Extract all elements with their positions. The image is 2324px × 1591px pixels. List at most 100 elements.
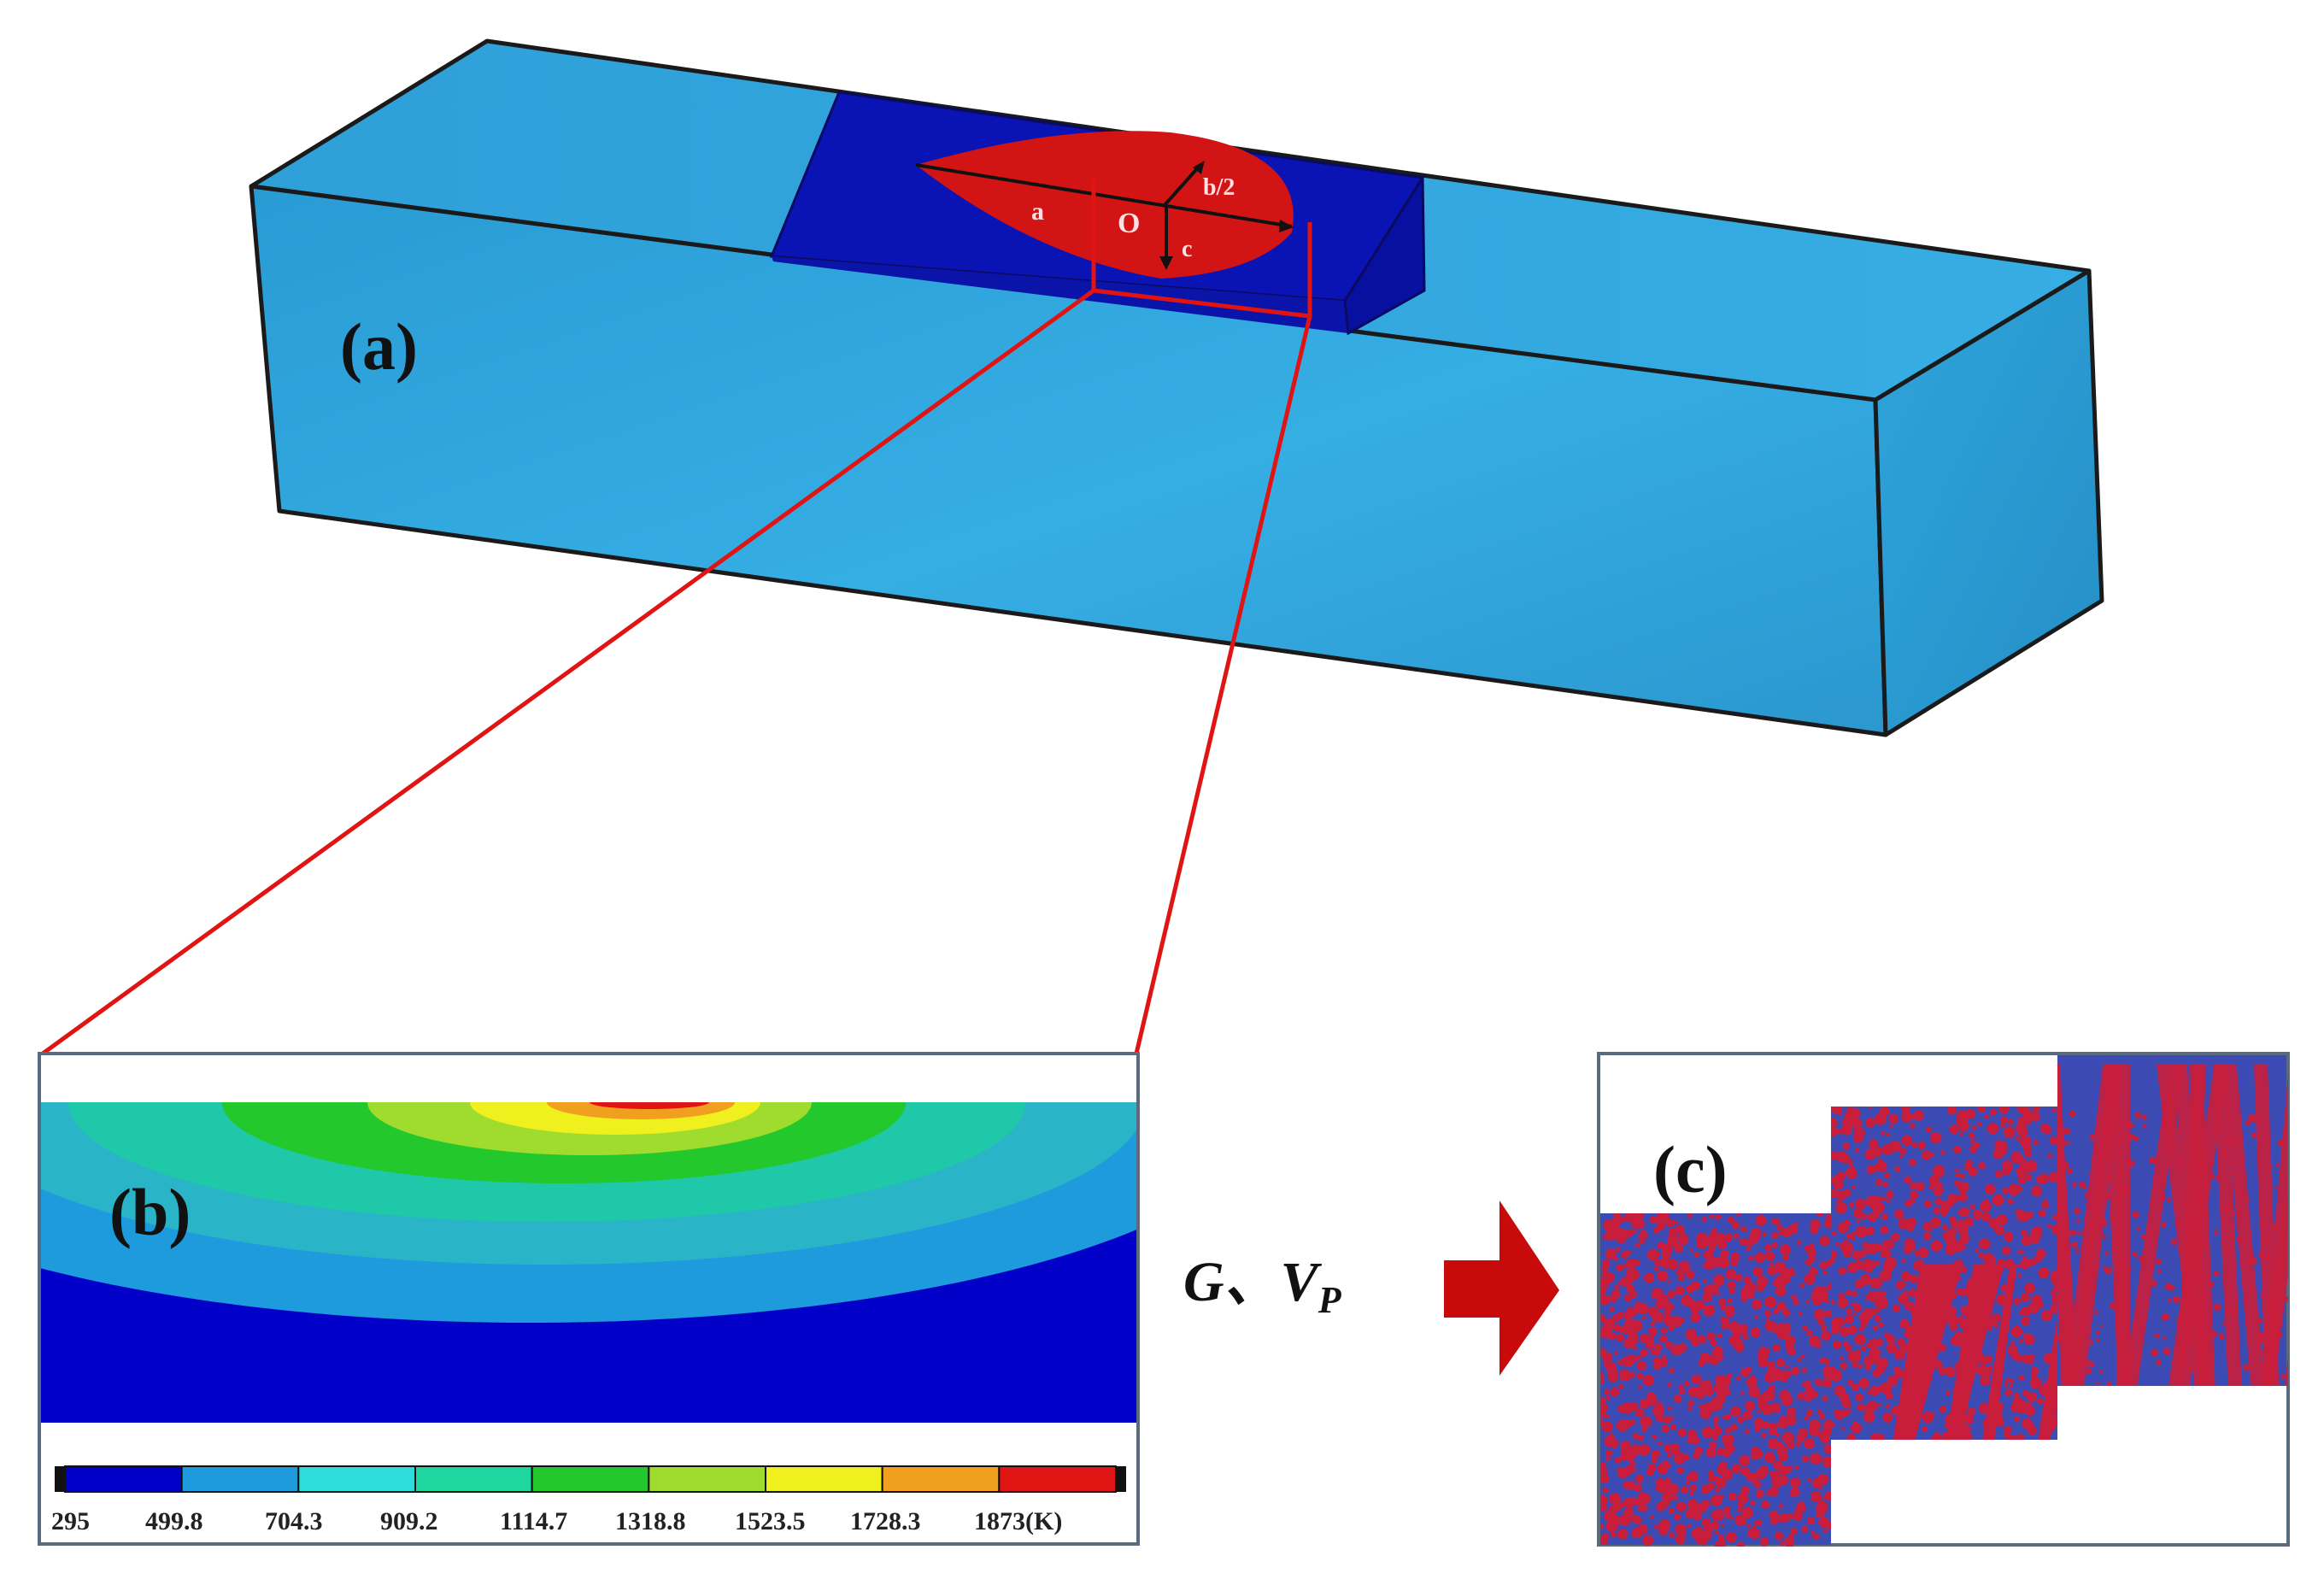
grain-speckle <box>1664 1341 1673 1349</box>
grain-speckle <box>1683 1380 1690 1387</box>
grain-speckle <box>2118 1136 2125 1142</box>
grain-speckle <box>1831 1421 1835 1428</box>
grain-speckle <box>1664 1477 1672 1485</box>
colorbar-tick-label: 295 <box>51 1507 90 1535</box>
grain-speckle <box>1898 1293 1910 1305</box>
colorbar-tick-label: 1728.3 <box>850 1507 921 1535</box>
grain-speckle <box>1821 1357 1828 1365</box>
grain-speckle <box>1978 1402 1990 1414</box>
grain-speckle <box>2259 1222 2266 1229</box>
grain-speckle <box>1870 1216 1877 1223</box>
grain-speckle <box>1638 1450 1643 1455</box>
grain-speckle <box>1963 1424 1971 1434</box>
grain-speckle <box>1736 1541 1745 1547</box>
grain-speckle <box>1758 1347 1769 1359</box>
grain-speckle <box>1906 1224 1915 1232</box>
grain-speckle <box>1667 1383 1672 1388</box>
grain-speckle <box>1835 1242 1840 1247</box>
grain-speckle <box>2048 1171 2057 1183</box>
grain-speckle <box>2096 1170 2102 1177</box>
grain-speckle <box>2049 1136 2057 1145</box>
grain-speckle <box>1831 1124 1836 1132</box>
grain-speckle <box>1876 1355 1881 1360</box>
colorbar-segment <box>64 1465 183 1493</box>
grain-speckle <box>1752 1299 1763 1310</box>
grain-speckle <box>1769 1427 1777 1436</box>
grain-speckle <box>1627 1354 1637 1364</box>
grain-speckle <box>1677 1275 1685 1283</box>
grain-speckle <box>2032 1107 2040 1113</box>
grain-speckle <box>1765 1322 1770 1327</box>
grain-speckle <box>1605 1250 1615 1260</box>
grain-speckle <box>1902 1290 1908 1296</box>
grain-speckle <box>1739 1454 1751 1466</box>
colorbar-tick-label: 1318.8 <box>615 1507 686 1535</box>
grain-speckle <box>1783 1370 1792 1378</box>
grain-speckle <box>1820 1324 1828 1331</box>
grain-speckle <box>2079 1289 2083 1293</box>
grain-speckle <box>2007 1118 2014 1125</box>
pool-half-width-line <box>1163 163 1202 207</box>
grain-speckle <box>1855 1393 1863 1402</box>
grain-speckle <box>1816 1501 1828 1513</box>
grain-speckle <box>2265 1254 2271 1260</box>
grain-speckle <box>1706 1332 1716 1341</box>
colorbar-tick-label: 499.8 <box>145 1507 203 1535</box>
grain-speckle <box>2171 1123 2175 1127</box>
grain-speckle <box>1613 1324 1622 1332</box>
grain-speckle <box>1764 1452 1775 1463</box>
grain-speckle <box>1728 1492 1737 1501</box>
grain-speckle <box>1822 1377 1831 1388</box>
grain-speckle <box>2002 1187 2009 1195</box>
grain-speckle <box>2019 1249 2024 1255</box>
grain-speckle <box>1663 1415 1671 1424</box>
zoom-line-right <box>1134 315 1312 1054</box>
grain-speckle <box>1728 1288 1735 1295</box>
grain-speckle <box>1910 1113 1917 1120</box>
grain-speckle <box>1866 1123 1871 1128</box>
grain-speckle <box>1664 1444 1672 1453</box>
grain-speckle <box>1963 1217 1975 1227</box>
grain-speckle <box>1809 1267 1818 1277</box>
grain-speckle <box>2022 1232 2027 1236</box>
grain-speckle <box>1810 1530 1815 1535</box>
grain-speckle <box>1822 1425 1831 1435</box>
grain-speckle <box>1659 1335 1668 1343</box>
grain-speckle <box>1873 1325 1879 1331</box>
grain-speckle <box>1799 1283 1805 1289</box>
grain-speckle <box>1874 1212 1880 1218</box>
grain-speckle <box>2109 1302 2117 1310</box>
grain-speckle <box>1854 1279 1864 1289</box>
grain-speckle <box>1724 1427 1732 1435</box>
grain-speckle <box>1818 1485 1823 1490</box>
grain-speckle <box>2031 1366 2039 1376</box>
grain-speckle <box>1614 1284 1619 1290</box>
grain-speckle <box>1748 1386 1761 1399</box>
grain-speckle <box>1761 1500 1770 1509</box>
grain-speckle <box>2075 1218 2080 1223</box>
grain-speckle <box>2184 1144 2188 1148</box>
grain-speckle <box>1739 1238 1746 1246</box>
grain-speckle <box>1707 1470 1715 1477</box>
grain-speckle <box>2182 1201 2186 1206</box>
grain-speckle <box>1629 1449 1638 1459</box>
grain-speckle <box>1615 1247 1621 1253</box>
grain-speckle <box>1910 1275 1919 1284</box>
colorbar-tick-label: 1114.7 <box>500 1507 567 1535</box>
grain-speckle <box>1908 1289 1917 1298</box>
grain-speckle <box>2221 1124 2225 1129</box>
grain-speckle <box>1632 1345 1638 1351</box>
grain-speckle <box>1707 1475 1715 1482</box>
grain-speckle <box>2163 1336 2167 1341</box>
grain-speckle <box>1969 1204 1975 1210</box>
grain-speckle <box>1617 1359 1625 1366</box>
grain-speckle <box>1611 1378 1616 1383</box>
grain-speckle <box>1891 1232 1900 1242</box>
grain-speckle <box>2051 1107 2057 1113</box>
grain-speckle <box>2108 1190 2112 1195</box>
grain-speckle <box>1782 1332 1791 1341</box>
grain-speckle <box>1668 1507 1675 1515</box>
grain-speckle <box>2128 1349 2135 1356</box>
grain-speckle <box>1709 1213 1715 1219</box>
grain-speckle <box>1808 1254 1816 1263</box>
